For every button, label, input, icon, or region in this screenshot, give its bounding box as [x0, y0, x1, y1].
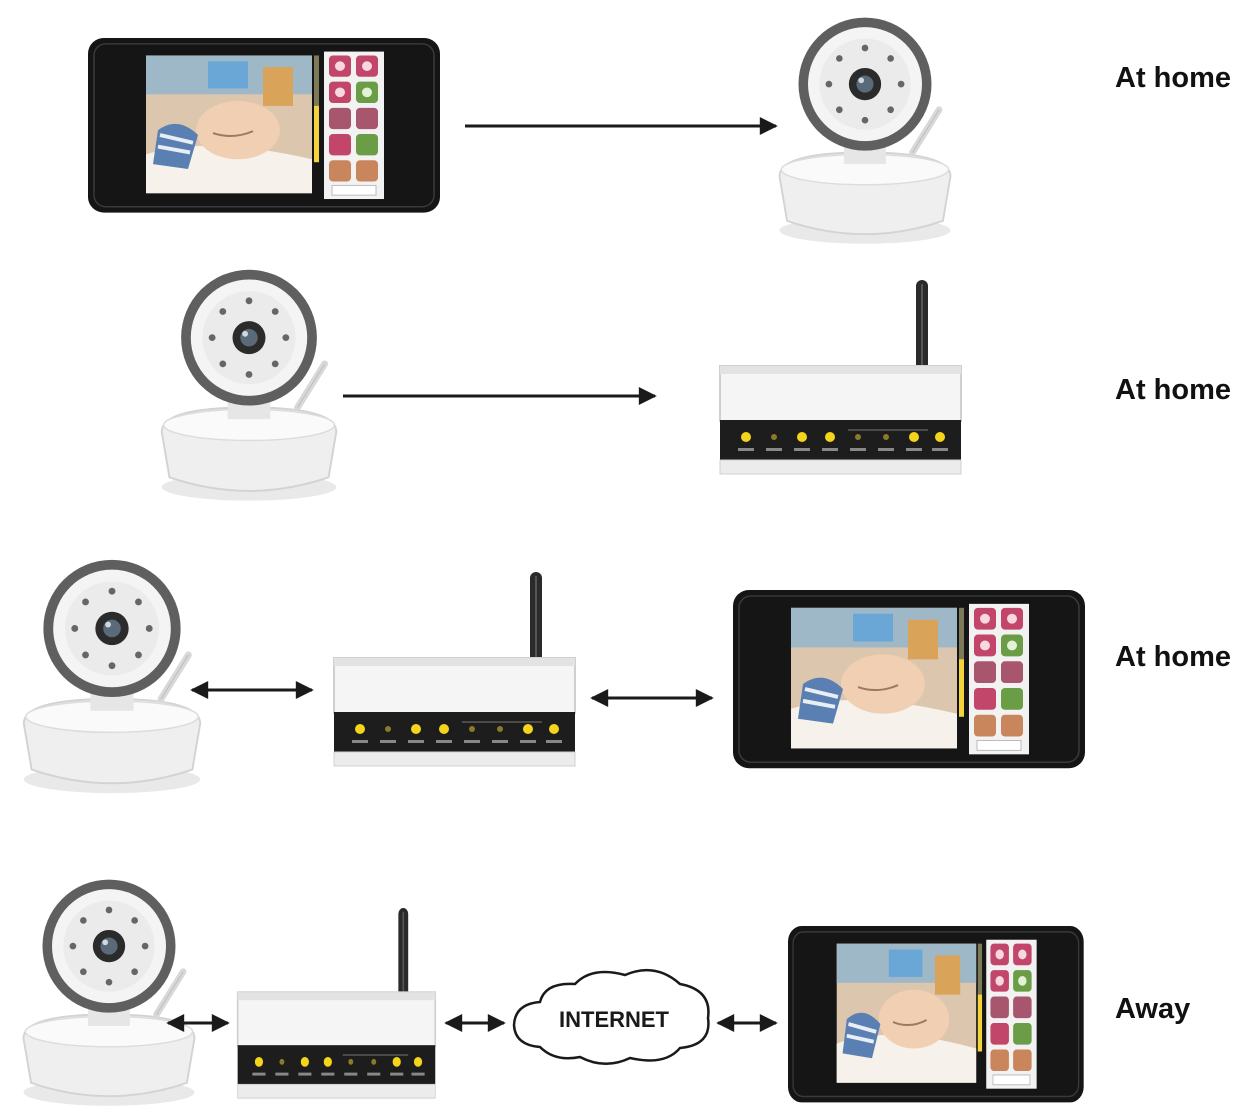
smartphone-viewer-icon [731, 588, 1087, 771]
smartphone-viewer-icon [786, 924, 1086, 1105]
smartphone-viewer-icon [86, 36, 442, 215]
internet-label: INTERNET [559, 1007, 670, 1032]
row-2 [162, 270, 962, 501]
wifi-router-icon [719, 279, 962, 475]
row-1 [86, 18, 951, 244]
baby-monitor-camera-icon [780, 18, 951, 244]
row-4: INTERNET [24, 880, 1086, 1106]
row-1-location-label: At home [1115, 62, 1231, 94]
baby-monitor-camera-icon [24, 560, 200, 793]
baby-monitor-camera-icon [24, 880, 195, 1106]
baby-monitor-camera-icon [162, 270, 337, 501]
row-2-location-label: At home [1115, 374, 1231, 406]
row-4-location-label: Away [1115, 993, 1191, 1025]
wifi-router-icon [236, 907, 437, 1100]
wifi-router-icon [333, 571, 576, 767]
row-3 [24, 560, 1087, 793]
row-3-location-label: At home [1115, 641, 1231, 673]
internet-cloud-icon: INTERNET [512, 968, 710, 1065]
